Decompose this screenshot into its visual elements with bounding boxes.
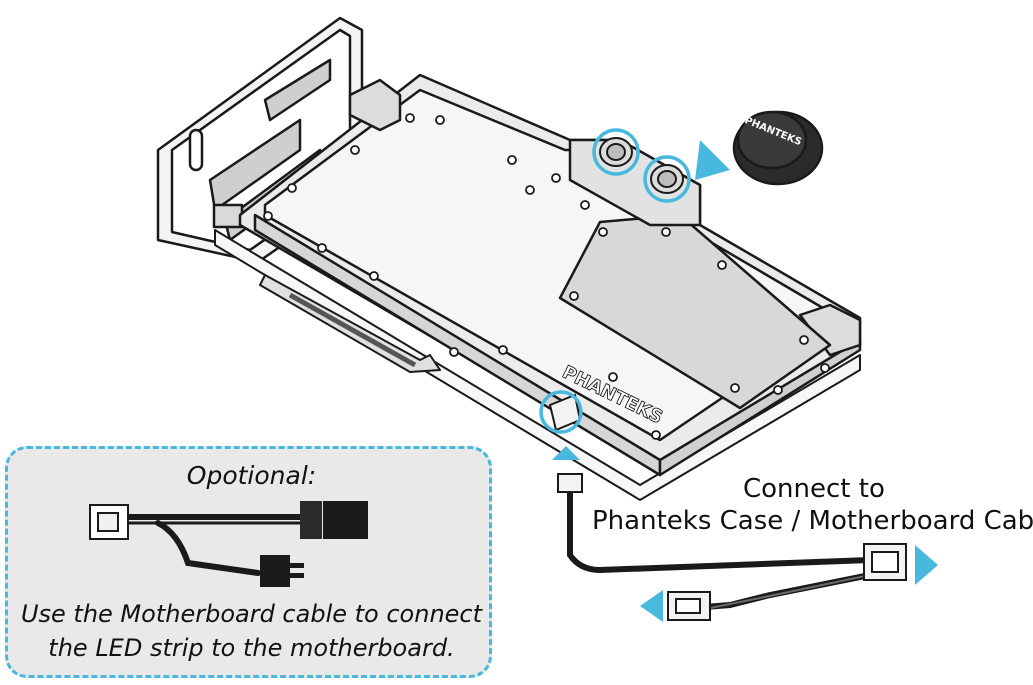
led-cable <box>567 487 873 611</box>
coolant-ports <box>599 137 684 194</box>
connect-label-line2: Phanteks Case / Motherboard Cable <box>592 506 1033 536</box>
led-connector-highlight <box>539 390 583 434</box>
arrow-right-icon <box>915 545 938 585</box>
plug-cap: PHANTEKS <box>732 110 824 186</box>
arrow-up-icon <box>552 446 580 460</box>
optional-info-box: Opotional: Use the Motherboard cable to … <box>5 446 492 678</box>
port-highlight-circle <box>592 128 640 176</box>
led-plug <box>89 504 129 540</box>
optional-title: Opotional: <box>186 461 317 490</box>
argb-plug <box>300 501 368 539</box>
motherboard-header-plug <box>260 555 304 587</box>
gpu-pcb <box>214 229 861 501</box>
arrow-right-icon <box>695 140 730 180</box>
optional-note-line1: Use the Motherboard cable to connect <box>20 600 483 628</box>
cable-connector <box>557 473 907 621</box>
motherboard-cable-illustration <box>89 501 368 587</box>
arrow-left-icon <box>640 590 663 622</box>
screws <box>263 113 830 440</box>
port-highlight-circle <box>643 155 691 203</box>
connect-label-line1: Connect to <box>743 474 885 504</box>
optional-note: Use the Motherboard cable to connect the… <box>8 597 495 665</box>
optional-note-line2: the LED strip to the motherboard. <box>48 634 455 662</box>
